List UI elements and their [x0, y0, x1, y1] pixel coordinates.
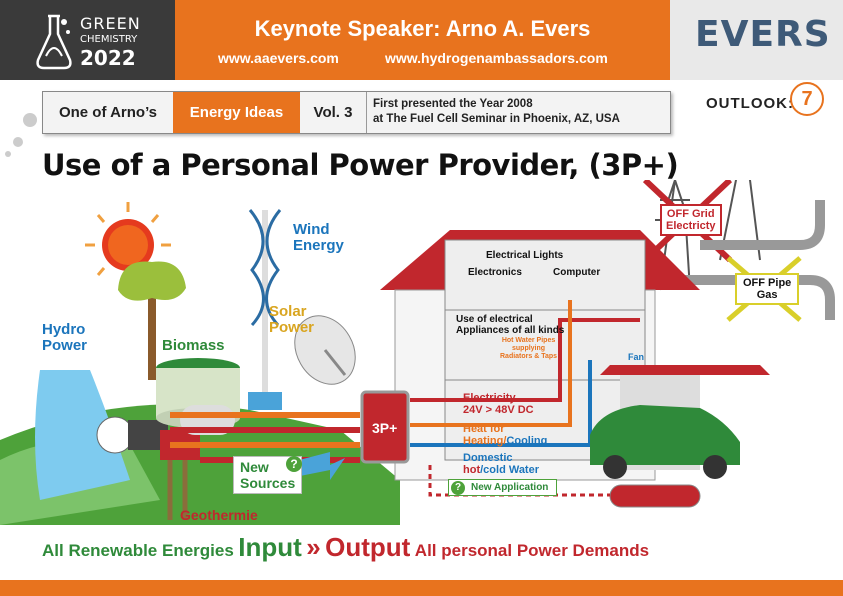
flask-icon — [36, 14, 72, 70]
hydro-line1: Hydro — [42, 321, 86, 338]
solar-line2: Power — [269, 319, 315, 336]
tagline-part2: All personal Power Demands — [414, 541, 650, 560]
cold-water-text: cold Water — [483, 464, 539, 476]
wind-line1: Wind — [293, 221, 330, 238]
hot-text: hot — [463, 464, 481, 476]
tagline: All Renewable Energies Input » Output Al… — [42, 532, 649, 563]
question-icon: ? — [286, 456, 302, 472]
tagline-arrows: » — [306, 532, 321, 562]
tree-icon — [118, 261, 186, 380]
hotwater-line1: Hot Water Pipes — [501, 337, 556, 344]
tagline-output: Output — [325, 532, 411, 562]
solar-dish-icon — [294, 315, 356, 385]
keynote-title: Keynote Speaker: Arno A. Evers — [254, 16, 591, 41]
water-slash: / — [480, 464, 484, 476]
header-brand-panel — [670, 0, 843, 80]
hydro-line2: Power — [42, 337, 88, 354]
energy-diagram — [0, 180, 835, 525]
decorative-dots — [5, 113, 37, 157]
water-line2: hot/cold Water — [463, 464, 539, 476]
header-logo-panel: GREEN CHEMISTRY 2022 — [0, 0, 175, 80]
off-pipe-line1: OFF Pipe — [743, 277, 792, 289]
water-line1: Domestic — [463, 452, 513, 464]
electricity-line2: 24V > 48V DC — [463, 404, 534, 416]
hydrogen-tank-icon — [609, 484, 701, 508]
info-presented-line1: First presented the Year 2008 — [373, 98, 533, 110]
cooling-text: Cooling — [506, 435, 548, 447]
heat-line2: Heating/Cooling — [463, 435, 547, 447]
evers-logo: EVERS — [695, 14, 831, 55]
off-grid-line2: Electricty — [666, 220, 716, 232]
waterfall — [35, 370, 130, 500]
wind-energy-label: Wind Energy — [293, 222, 344, 254]
info-presented: First presented the Year 2008 at The Fue… — [373, 92, 663, 138]
info-series: One of Arno’s — [43, 92, 174, 133]
electricity-label: Electricity 24V > 48V DC — [463, 392, 534, 416]
new-sources-label: New Sources — [233, 456, 303, 494]
new-sources-line2: Sources — [240, 475, 296, 491]
biomass-tank-icon — [156, 358, 240, 435]
info-presented-line2: at The Fuel Cell Seminar in Phoenix, AZ,… — [373, 113, 620, 125]
electronics-label: Electronics — [468, 267, 522, 278]
website-link-aaevers[interactable]: www.aaevers.com — [218, 50, 339, 66]
info-bar: One of Arno’s Energy Ideas Vol. 3 First … — [42, 91, 671, 134]
wind-turbine-icon — [248, 209, 282, 410]
hotwater-line3: Radiators & Taps — [500, 353, 558, 360]
solar-line1: Solar — [269, 303, 307, 320]
logo-green-text: GREEN — [80, 14, 141, 33]
off-pipe-label: OFF Pipe Gas — [735, 273, 800, 305]
outlook-label: OUTLOOK: — [706, 95, 794, 112]
3p-device-icon — [360, 390, 410, 464]
off-pipe-line2: Gas — [756, 289, 778, 301]
electricity-line1: Electricity — [463, 392, 516, 404]
solar-power-label: Solar Power — [269, 304, 314, 336]
heat-label: Heat for Heating/Cooling — [463, 423, 547, 447]
website-link-hydrogenambassadors[interactable]: www.hydrogenambassadors.com — [385, 50, 608, 66]
electrical-lights-label: Electrical Lights — [486, 250, 564, 261]
page-title: Use of a Personal Power Provider, (3P+) — [42, 148, 679, 182]
biomass-label: Biomass — [162, 337, 225, 354]
heating-text: Heating — [463, 435, 504, 447]
header-title-panel — [175, 0, 670, 80]
car-icon — [590, 405, 740, 479]
logo-chemistry-text: CHEMISTRY — [80, 34, 138, 45]
heat-slash: / — [503, 435, 507, 447]
new-sources-line1: New — [240, 459, 269, 475]
appliances-line1: Use of electrical — [456, 314, 533, 325]
off-grid-label: OFF Grid Electricty — [660, 204, 722, 236]
hydro-power-label: Hydro Power — [42, 322, 87, 354]
fan-label: Fan — [628, 352, 645, 362]
tagline-part1: All Renewable Energies — [42, 541, 234, 560]
appliances-label: Use of electrical Appliances of all kind… — [456, 314, 564, 336]
geothermie-label: Geothermie — [180, 507, 258, 523]
tagline-input: Input — [238, 532, 302, 562]
3p-device-label: 3P+ — [372, 420, 398, 436]
hot-water-pipes-label: Hot Water Pipes supplying Radiators & Ta… — [500, 337, 557, 361]
outlook-number: 7 — [790, 82, 824, 116]
logo-year-text: 2022 — [80, 46, 136, 70]
wind-line2: Energy — [293, 237, 344, 254]
gas-pipe — [660, 275, 835, 320]
footer-bar — [0, 580, 843, 596]
new-application-label: New Application — [448, 479, 558, 496]
info-topic: Energy Ideas — [173, 92, 300, 133]
domestic-water-label: Domestic hot/cold Water — [463, 452, 539, 476]
question-icon-2: ? — [451, 481, 465, 495]
computer-label: Computer — [553, 267, 601, 278]
off-grid-line1: OFF Grid — [666, 208, 715, 220]
heat-line1: Heat for — [463, 423, 505, 435]
appliances-line2: Appliances of all kinds — [456, 325, 565, 336]
hotwater-line2: supplying — [512, 345, 546, 352]
info-volume: Vol. 3 — [300, 92, 367, 133]
